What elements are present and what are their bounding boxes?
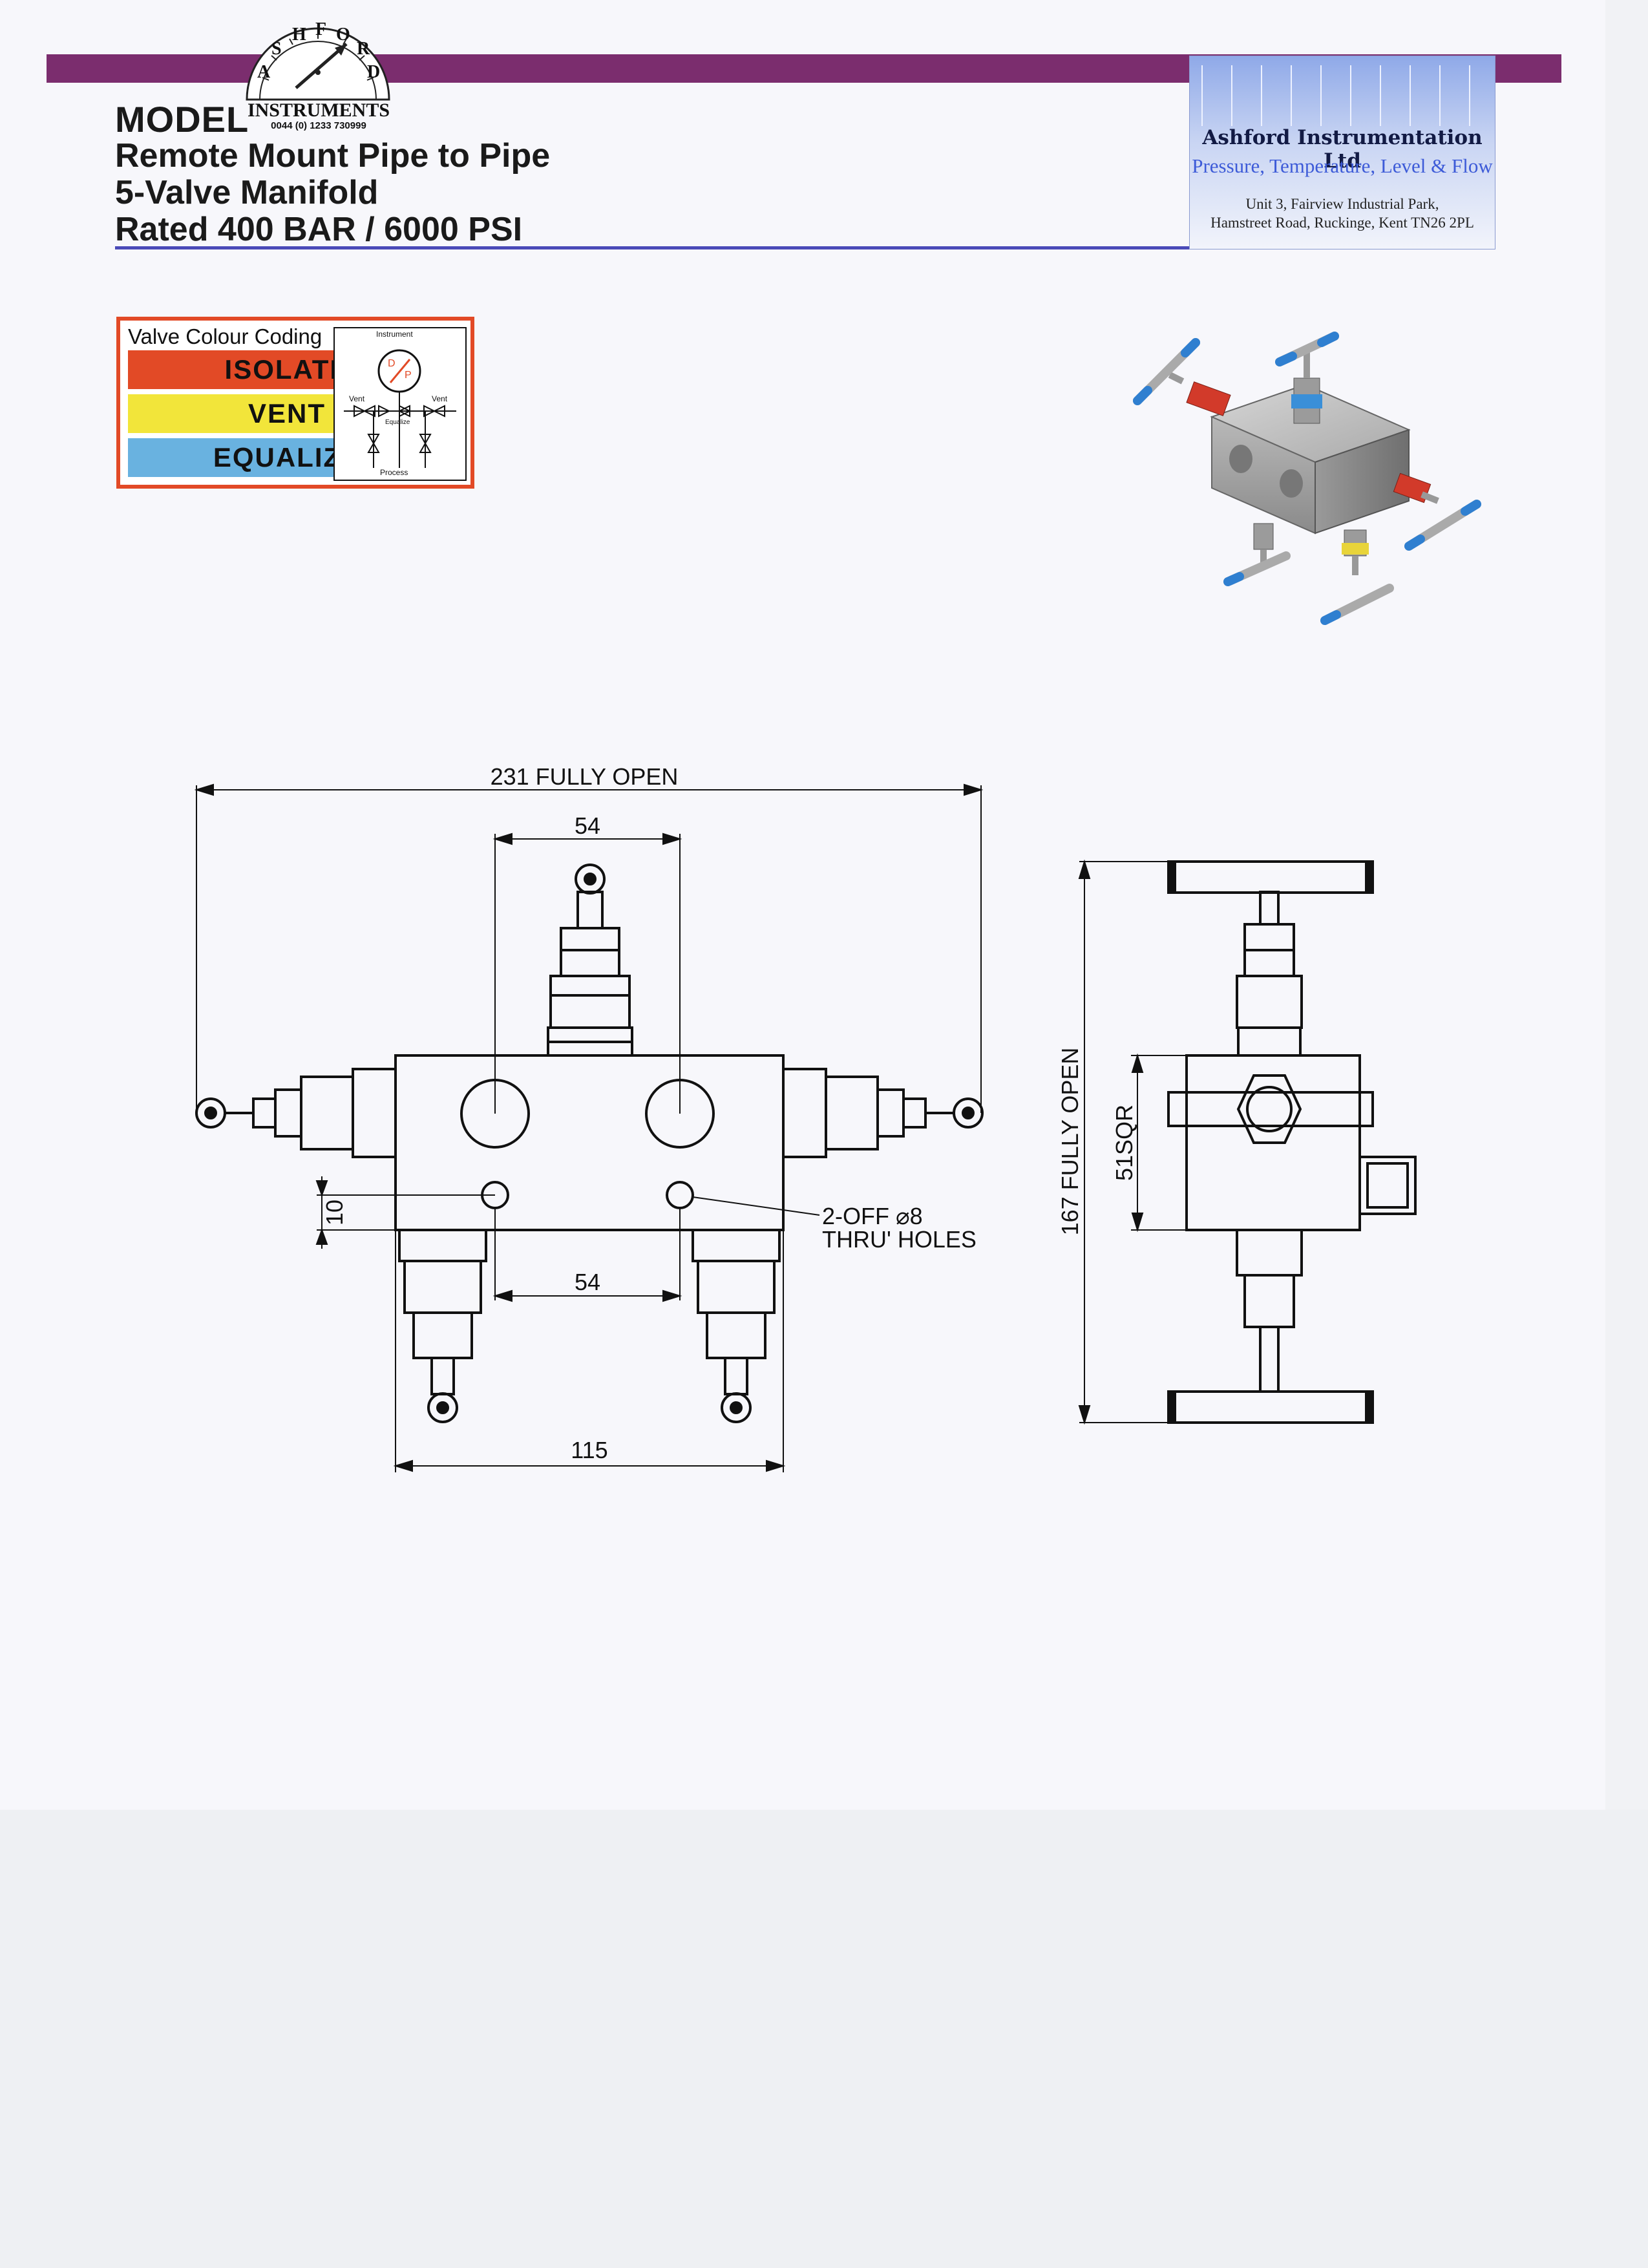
gauge-p: P — [405, 370, 412, 381]
dim-overall-width: 231 FULLY OPEN — [491, 763, 679, 790]
card-pattern-cell — [1291, 65, 1320, 126]
svg-text:F: F — [315, 19, 326, 39]
drawing-sheet — [0, 0, 1605, 1810]
model-label: MODEL — [115, 99, 249, 140]
process-label: Process — [380, 468, 408, 477]
card-pattern-cell — [1469, 65, 1499, 126]
side-dimensions — [1078, 859, 1187, 1425]
company-name: Ashford Instrumentation Ltd — [1202, 126, 1483, 173]
company-card: Ashford Instrumentation Ltd Pressure, Te… — [1189, 56, 1495, 249]
card-pattern-cell — [1350, 65, 1380, 126]
gauge-d: D — [388, 358, 396, 369]
svg-text:A: A — [257, 62, 271, 82]
instrument-label: Instrument — [376, 330, 413, 339]
dim-top-spacing: 54 — [575, 812, 600, 839]
title-line-2: 5-Valve Manifold — [115, 174, 379, 211]
equalize-label: Equalize — [385, 419, 410, 426]
dim-hole-offset: 10 — [321, 1200, 348, 1225]
card-pattern-cell — [1320, 65, 1350, 126]
dim-overall-height: 167 FULLY OPEN — [1057, 1048, 1083, 1236]
address-line-1: Unit 3, Fairview Industrial Park, — [1245, 196, 1439, 212]
svg-text:D: D — [367, 62, 380, 82]
valve-colour-coding-box: Valve Colour Coding ISOLATE VENT EQUALIZ… — [116, 317, 474, 489]
title-line-1: Remote Mount Pipe to Pipe — [115, 137, 551, 175]
svg-text:R: R — [357, 39, 370, 59]
technical-drawing: 231 FULLY OPEN 54 54 115 2-OFF ⌀8 THRU' … — [194, 763, 1417, 1472]
card-pattern-cell — [1231, 65, 1261, 126]
front-view — [195, 864, 984, 1423]
card-pattern-cell — [1439, 65, 1469, 126]
valve-schematic: Instrument D P Vent Vent Equalize Proces… — [333, 327, 467, 481]
vent-left-label: Vent — [349, 394, 365, 403]
dim-bottom-spacing: 54 — [575, 1269, 600, 1295]
holes-note-2: THRU' HOLES — [822, 1226, 977, 1253]
svg-text:H: H — [292, 25, 306, 45]
title-underline — [115, 246, 1485, 249]
side-view — [1167, 860, 1417, 1424]
address-line-2: Hamstreet Road, Ruckinge, Kent TN26 2PL — [1210, 215, 1474, 231]
dimension-labels: 231 FULLY OPEN 54 54 115 2-OFF ⌀8 THRU' … — [321, 763, 1137, 1463]
company-address: Unit 3, Fairview Industrial Park, Hamstr… — [1190, 195, 1495, 232]
company-tagline: Pressure, Temperature, Level & Flow — [1192, 154, 1493, 177]
logo-phone: 0044 (0) 1233 730999 — [271, 120, 366, 131]
ashford-logo: A S H F O R D INSTRUMENTS 0044 (0) 1233 … — [238, 5, 398, 134]
manifold-3d-view — [1118, 317, 1499, 633]
dim-square: 51SQR — [1111, 1105, 1137, 1181]
svg-text:S: S — [271, 39, 282, 59]
scanner-bed-margin — [0, 1810, 1648, 2268]
title-block: MODEL Remote Mount Pipe to Pipe 5-Valve … — [115, 101, 1278, 248]
card-pattern-cell — [1201, 65, 1231, 126]
front-dimensions — [194, 783, 984, 1472]
card-pattern-cell — [1410, 65, 1439, 126]
svg-text:O: O — [336, 25, 350, 45]
logo-subtitle: INSTRUMENTS — [247, 100, 390, 121]
vent-right-label: Vent — [432, 394, 448, 403]
holes-note-1: 2-OFF ⌀8 — [822, 1203, 923, 1229]
title-line-3: Rated 400 BAR / 6000 PSI — [115, 211, 523, 248]
card-pattern-cell — [1261, 65, 1291, 126]
dim-body-width: 115 — [571, 1437, 607, 1463]
card-pattern-cell — [1380, 65, 1410, 126]
card-pattern — [1190, 56, 1495, 127]
colour-coding-title: Valve Colour Coding — [128, 324, 322, 348]
